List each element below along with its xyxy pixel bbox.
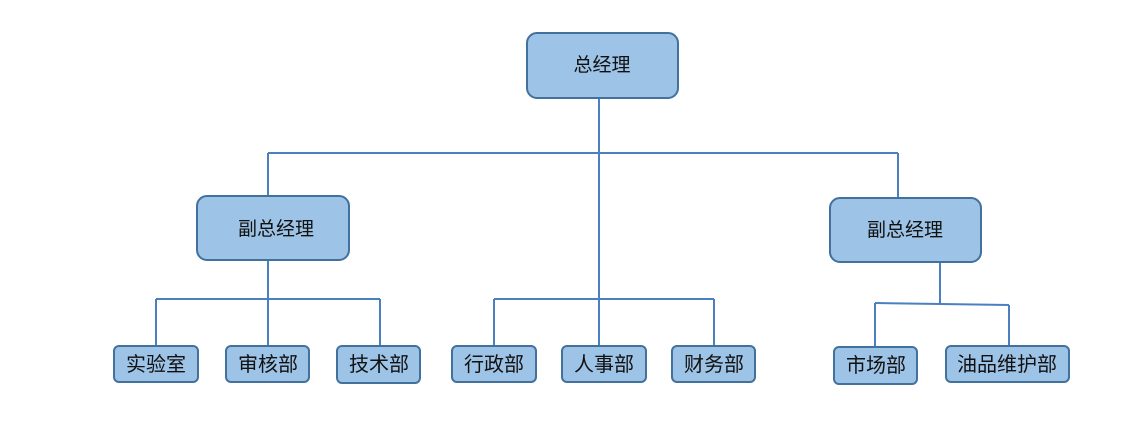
node-hr-label: 人事部: [574, 352, 634, 376]
node-ceo: 总经理: [526, 32, 679, 99]
node-audit-label: 审核部: [238, 352, 298, 376]
node-vp-left-label: 副总经理: [238, 218, 314, 240]
node-finance-label: 财务部: [684, 352, 744, 376]
node-vp-left: 副总经理: [196, 195, 350, 261]
node-lab-label: 实验室: [126, 352, 186, 376]
node-oil: 油品维护部: [945, 345, 1070, 383]
node-audit: 审核部: [225, 345, 310, 383]
node-vp-right: 副总经理: [829, 197, 982, 263]
node-hr: 人事部: [561, 345, 647, 383]
connector-lines: [155, 98, 1010, 347]
node-admin-label: 行政部: [464, 352, 524, 376]
node-market: 市场部: [833, 346, 918, 385]
connector-vp-right-bus: [874, 302, 1010, 306]
node-market-label: 市场部: [846, 353, 906, 377]
node-vp-right-label: 副总经理: [867, 219, 943, 241]
node-ceo-label: 总经理: [573, 54, 630, 76]
node-admin: 行政部: [451, 345, 537, 383]
org-nodes: 总经理 副总经理 副总经理 实验室 审核部 技术部 行政部 人事部: [113, 32, 1070, 385]
node-oil-label: 油品维护部: [957, 352, 1057, 376]
node-tech: 技术部: [336, 345, 421, 384]
node-tech-label: 技术部: [349, 352, 409, 376]
node-finance: 财务部: [671, 345, 756, 383]
node-lab: 实验室: [113, 345, 199, 383]
